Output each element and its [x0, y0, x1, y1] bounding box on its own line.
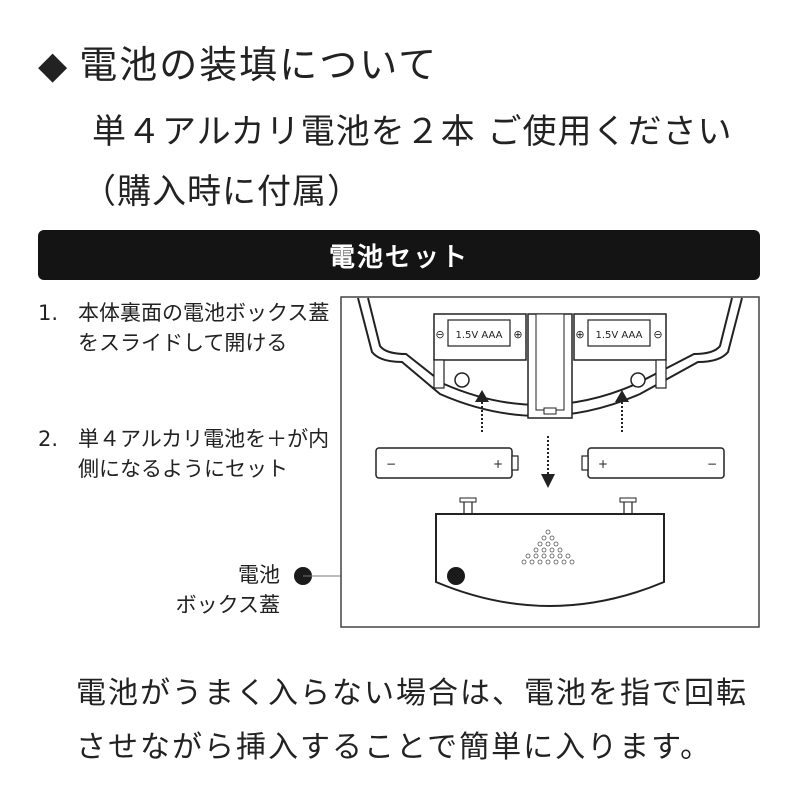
left-battery-label: 1.5V AAA: [455, 330, 502, 341]
left-battery-icon: − +: [375, 447, 519, 479]
right-battery-icon: + −: [581, 447, 725, 479]
tip-line-1: 電池がうまく入らない場合は、電池を指で回転: [76, 676, 748, 711]
battery-lid-label: 電池 ボックス蓋: [150, 560, 280, 620]
battery-lid-label-line1: 電池: [238, 563, 280, 587]
battery-lid-icon: [435, 497, 665, 607]
right-battery-compartment: 1.5V AAA ⊕ ⊖: [573, 313, 667, 389]
section-title: 電池の装填について: [79, 43, 439, 87]
left-battery-minus: −: [386, 457, 396, 471]
diamond-bullet-icon: ◆: [38, 43, 70, 87]
center-rail: [527, 313, 573, 419]
left-battery-compartment: 1.5V AAA ⊖ ⊕: [433, 313, 527, 389]
insert-up-arrow-right-icon: [615, 390, 629, 432]
right-battery-minus: −: [707, 457, 717, 471]
right-battery-plus: +: [598, 457, 608, 471]
left-plus-icon: ⊕: [513, 328, 522, 341]
step-1: 1. 本体裏面の電池ボックス蓋をスライドして開ける: [38, 298, 338, 398]
section-heading: ◆電池の装填について: [38, 34, 438, 89]
intro-included-note: （購入時に付属）: [82, 172, 362, 212]
step-1-number: 1.: [38, 301, 59, 325]
slide-down-arrow-icon: [541, 436, 555, 488]
step-1-text: 本体裏面の電池ボックス蓋をスライドして開ける: [78, 301, 330, 355]
tip-line-2: させながら挿入することで簡単に入ります。: [76, 730, 713, 765]
step-2-text: 単４アルカリ電池を＋が内側になるようにセット: [78, 427, 330, 481]
battery-lid-label-line2: ボックス蓋: [175, 593, 280, 617]
right-minus-icon: ⊖: [653, 328, 662, 341]
left-screw-icon: [454, 372, 470, 388]
right-screw-icon: [630, 372, 646, 388]
step-2: 2. 単４アルカリ電池を＋が内側になるようにセット: [38, 424, 338, 524]
battery-diagram: 1.5V AAA ⊖ ⊕ 1.5V AAA ⊕ ⊖ − +: [340, 296, 760, 628]
lid-callout-end-dot-icon: [447, 567, 465, 585]
left-minus-icon: ⊖: [435, 328, 444, 341]
right-plus-icon: ⊕: [575, 328, 584, 341]
right-battery-label: 1.5V AAA: [595, 330, 642, 341]
left-battery-plus: +: [493, 457, 503, 471]
insert-up-arrow-left-icon: [475, 390, 489, 432]
intro-battery-type: 単４アルカリ電池を２本 ご使用ください: [92, 112, 733, 152]
battery-set-banner: 電池セット: [38, 230, 760, 280]
step-2-number: 2.: [38, 427, 59, 451]
banner-label: 電池セット: [328, 242, 469, 273]
